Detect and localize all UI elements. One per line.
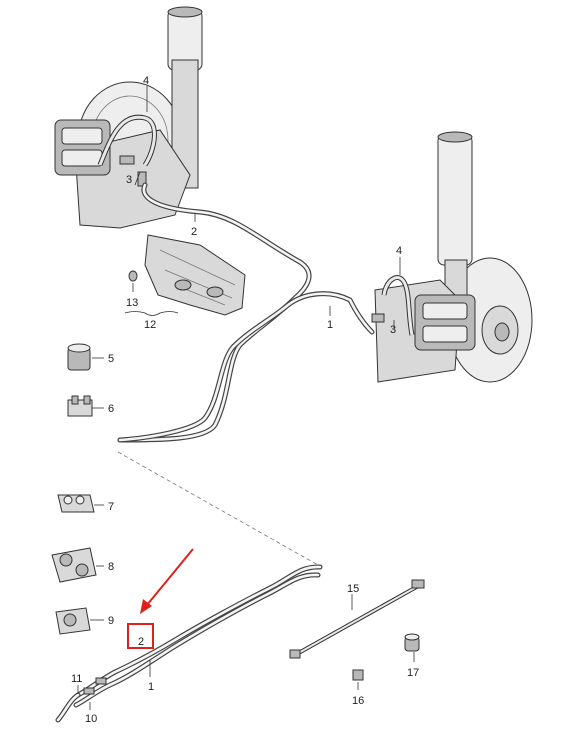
left-wheel-assembly — [54, 6, 203, 229]
nut-part — [352, 669, 364, 681]
callout-16: 16 — [352, 695, 364, 707]
leader-lines — [77, 86, 415, 710]
cap-nut-part — [404, 633, 420, 652]
dashed-connector — [117, 451, 319, 566]
callout-1-lower: 1 — [148, 681, 154, 693]
callout-17: 17 — [407, 667, 419, 679]
highlight-arrow-head — [140, 599, 152, 614]
callout-12: 12 — [144, 319, 156, 331]
callout-9: 9 — [108, 615, 114, 627]
callout-13: 13 — [126, 297, 138, 309]
bracket-part — [51, 547, 97, 583]
callout-15: 15 — [347, 583, 359, 595]
grommet — [128, 270, 138, 282]
holder-part — [55, 607, 91, 635]
callout-11: 11 — [71, 673, 82, 685]
callout-10: 10 — [85, 713, 97, 725]
callout-labels: 4 3 2 13 12 1 4 3 5 6 7 8 9 2 1 11 10 15… — [71, 75, 419, 725]
callout-6: 6 — [108, 403, 114, 415]
callout-3-left: 3 — [126, 174, 132, 186]
callout-4-left: 4 — [143, 75, 149, 87]
callout-4-right: 4 — [396, 245, 402, 257]
highlight-arrow-shaft — [146, 548, 194, 606]
callout-3-right: 3 — [390, 324, 396, 336]
callout-2-lower: 2 — [138, 636, 144, 648]
right-strut-body — [437, 134, 473, 266]
clip-part — [67, 395, 93, 417]
threaded-rod-part — [289, 579, 425, 659]
bushing-part — [67, 343, 91, 371]
callout-8: 8 — [108, 561, 114, 573]
double-clip-part — [57, 494, 95, 513]
upper-brake-pipes — [117, 182, 375, 443]
highlight-marker — [127, 548, 194, 649]
highlight-box — [127, 623, 154, 649]
callout-5: 5 — [108, 353, 114, 365]
heat-shield — [144, 234, 246, 316]
callout-2-upper: 2 — [191, 226, 197, 238]
callout-7: 7 — [108, 501, 114, 513]
lower-brake-pipes — [55, 564, 323, 723]
callout-1-upper: 1 — [327, 319, 333, 331]
right-wheel-assembly — [371, 131, 533, 383]
